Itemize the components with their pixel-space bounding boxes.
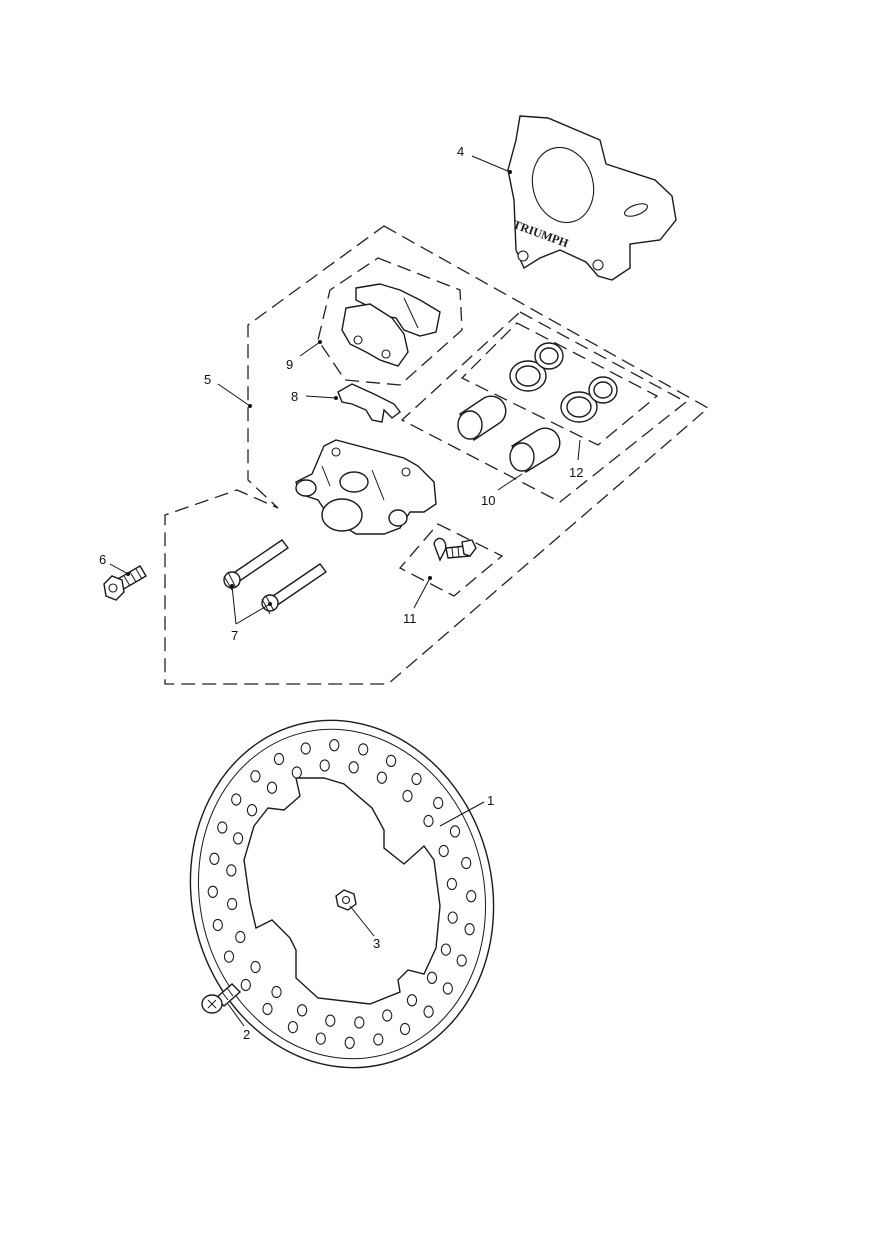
disc-vent-hole [246, 804, 258, 817]
caliper-assembly-outline [164, 225, 710, 685]
disc-vent-hole [250, 960, 261, 974]
disc-vent-hole [373, 1033, 384, 1046]
disc-vent-hole [217, 821, 228, 834]
brake-disc [189, 719, 495, 1069]
disc-vent-hole [466, 890, 477, 903]
seal-kit-outline [460, 322, 659, 446]
disc-vent-hole [315, 1032, 326, 1045]
dashed-group-outlines [164, 225, 710, 685]
disc-screw [201, 983, 242, 1014]
disc-vent-hole [433, 796, 444, 810]
caliper-bracket: TRIUMPH [507, 115, 677, 281]
disc-vent-hole [273, 752, 285, 766]
callout-8: 8 [291, 389, 298, 404]
callout-4: 4 [457, 144, 464, 159]
disc-vent-hole [406, 994, 418, 1007]
disc-holes [207, 739, 477, 1049]
disc-vent-hole [449, 825, 461, 838]
disc-vent-hole [344, 1036, 355, 1049]
callout-2: 2 [243, 1027, 250, 1042]
bleed-screw-kit [433, 537, 477, 562]
disc-vent-hole [382, 1009, 393, 1022]
disc-vent-hole [226, 864, 237, 877]
disc-vent-hole [411, 772, 422, 786]
callout-6: 6 [99, 552, 106, 567]
callout-9: 9 [286, 357, 293, 372]
disc-vent-hole [385, 754, 397, 768]
disc-vent-hole [223, 950, 235, 963]
disc-vent-hole [440, 943, 452, 956]
disc-vent-hole [235, 930, 246, 944]
leader-lines [109, 155, 581, 1027]
callout-labels: 1 2 3 4 5 6 7 8 9 10 11 12 [99, 144, 583, 1042]
disc-vent-hole [456, 954, 467, 967]
pad-spring [337, 383, 401, 423]
disc-vent-hole [376, 771, 388, 784]
disc-vent-hole [291, 766, 302, 779]
disc-vent-hole [354, 1016, 365, 1029]
piston-kit-outline [400, 311, 688, 503]
disc-vent-hole [226, 897, 238, 911]
brake-pads [341, 283, 441, 367]
disc-vent-hole [446, 877, 458, 891]
slide-pins [223, 539, 327, 615]
disc-vent-hole [209, 852, 220, 865]
disc-vent-hole [426, 971, 438, 984]
disc-vent-hole [266, 781, 278, 794]
disc-vent-hole [461, 856, 472, 870]
disc-vent-hole [399, 1022, 411, 1036]
disc-vent-hole [329, 739, 340, 752]
caliper-bolt [103, 565, 147, 601]
disc-vent-hole [296, 1004, 308, 1017]
disc-vent-hole [271, 985, 282, 999]
caliper-body [295, 439, 437, 535]
disc-vent-hole [464, 923, 475, 936]
disc-vent-hole [438, 844, 449, 858]
disc-vent-hole [358, 743, 369, 756]
disc-vent-hole [447, 911, 458, 924]
bleed-kit-outline [398, 523, 504, 597]
callout-11: 11 [403, 611, 417, 626]
disc-vent-hole [207, 885, 218, 898]
caliper-pistons [457, 395, 561, 473]
callout-5: 5 [204, 372, 211, 387]
callout-10: 10 [481, 493, 495, 508]
piston-seals [509, 342, 618, 423]
disc-vent-hole [287, 1020, 299, 1034]
disc-vent-hole [240, 978, 251, 992]
disc-vent-hole [423, 814, 434, 828]
callout-12: 12 [569, 465, 583, 480]
disc-vent-hole [262, 1002, 273, 1016]
disc-vent-hole [325, 1014, 336, 1027]
disc-vent-hole [402, 789, 413, 803]
pad-group-outline [317, 257, 463, 386]
disc-vent-hole [232, 832, 244, 845]
disc-vent-hole [231, 793, 242, 806]
callout-7: 7 [231, 628, 238, 643]
disc-vent-hole [442, 982, 453, 995]
disc-vent-hole [212, 918, 223, 932]
disc-vent-hole [423, 1005, 434, 1018]
disc-vent-hole [319, 759, 330, 772]
disc-vent-hole [250, 770, 261, 783]
callout-3: 3 [373, 936, 380, 951]
disc-vent-hole [300, 742, 311, 755]
callout-1: 1 [487, 793, 494, 808]
disc-vent-hole [348, 761, 359, 774]
